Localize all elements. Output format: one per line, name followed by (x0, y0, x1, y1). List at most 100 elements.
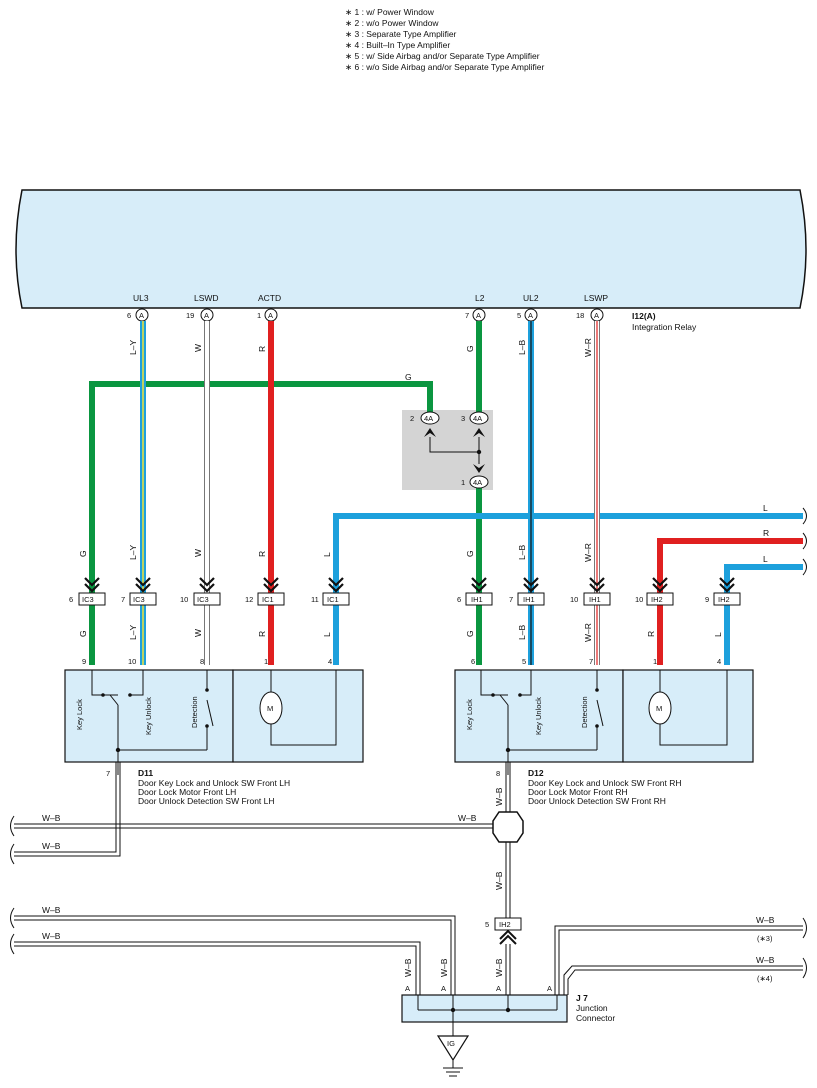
connector-pin: 6 (69, 595, 73, 604)
integration-relay-box (15, 189, 807, 309)
svg-text:W–B: W–B (42, 905, 61, 915)
connector-chevron (328, 577, 344, 587)
connector-code: IC1 (327, 595, 339, 604)
j4a-label: 4A (473, 414, 482, 423)
wire-labels-upper: G L–Y W R G L–B W–R L R L (128, 338, 769, 564)
svg-text:R: R (763, 528, 769, 538)
connector-code: IH1 (589, 595, 601, 604)
door-lock-lh: 9 10 8 1 4 7 Key Lock Key Unlock Detecti… (64, 657, 364, 806)
junction-connector-j7: A A A A J 7 Junction Connector (401, 984, 615, 1036)
svg-text:W–R: W–R (583, 338, 593, 357)
connector-chevron (589, 577, 605, 587)
svg-text:R: R (257, 631, 267, 637)
j4a-pin: 2 (410, 414, 414, 423)
pin-letter: A (204, 311, 209, 320)
door-lock-rh: 6 5 7 1 4 8 Key Lock Key Unlock Detectio… (454, 657, 754, 806)
pin-num: 1 (257, 311, 261, 320)
pin-label-lswd: LSWD (194, 293, 219, 303)
connector-code: IH1 (471, 595, 483, 604)
pin-label-lswp: LSWP (584, 293, 608, 303)
svg-text:A: A (547, 984, 552, 993)
wire-labels-lower: G L–Y W R L G L–B W–R R L (78, 623, 723, 642)
sw-key-lock: Key Lock (465, 699, 474, 730)
j4a-label: 4A (424, 414, 433, 423)
pin-letter: A (594, 311, 599, 320)
svg-text:A: A (441, 984, 446, 993)
svg-text:Door Lock Motor Front LH: Door Lock Motor Front LH (138, 787, 236, 797)
pin-num: 7 (465, 311, 469, 320)
ground-code: IG (447, 1039, 455, 1048)
svg-text:L–Y: L–Y (128, 545, 138, 560)
sw-detection: Detection (580, 696, 589, 728)
svg-text:W–B: W–B (494, 871, 504, 890)
svg-text:R: R (646, 631, 656, 637)
pin-label-ul3: UL3 (133, 293, 149, 303)
svg-text:L: L (763, 503, 768, 513)
note-1: ∗ 1 : w/ Power Window (345, 7, 435, 17)
connector-code: IH2 (651, 595, 663, 604)
connector-chevron (589, 583, 605, 593)
sw-key-unlock: Key Unlock (534, 697, 543, 735)
connector-chevron (263, 577, 279, 587)
connector-pin: 7 (509, 595, 513, 604)
connector-pin: 10 (180, 595, 188, 604)
note-ref-4: (∗4) (757, 974, 773, 983)
svg-text:L–B: L–B (517, 545, 527, 560)
svg-text:8: 8 (496, 769, 500, 778)
note-ref-3: (∗3) (757, 934, 773, 943)
wire-label-g: G (405, 372, 412, 382)
note-2: ∗ 2 : w/o Power Window (345, 18, 439, 28)
pin-letter: A (528, 311, 533, 320)
svg-text:Door Key Lock and Unlock SW Fr: Door Key Lock and Unlock SW Front RH (528, 778, 682, 788)
pin-num: 5 (517, 311, 521, 320)
pin-num: 18 (576, 311, 584, 320)
svg-text:W–B: W–B (42, 931, 61, 941)
door-rh-code: D12 (528, 768, 544, 778)
svg-text:G: G (78, 630, 88, 637)
sw-detection: Detection (190, 696, 199, 728)
door-lh-code: D11 (138, 768, 153, 778)
svg-text:L: L (763, 554, 768, 564)
sw-key-lock: Key Lock (75, 699, 84, 730)
svg-text:W–B: W–B (756, 915, 775, 925)
relay-code: I12(A) (632, 311, 656, 321)
connector-code: IH2 (718, 595, 730, 604)
svg-text:R: R (257, 346, 267, 352)
connector-chevron (652, 583, 668, 593)
connector-chevron (263, 583, 279, 593)
wire-break-marks (802, 507, 807, 576)
svg-text:W–B: W–B (439, 958, 449, 977)
svg-text:W: W (193, 344, 203, 352)
svg-text:9: 9 (82, 657, 86, 666)
svg-text:L–B: L–B (517, 340, 527, 355)
pin-letter: A (476, 311, 481, 320)
connector-code: IC3 (133, 595, 145, 604)
svg-text:G: G (78, 550, 88, 557)
note-3: ∗ 3 : Separate Type Amplifier (345, 29, 457, 39)
svg-text:7: 7 (106, 769, 110, 778)
relay-pins: UL3 LSWD ACTD L2 UL2 LSWP 6 19 1 7 5 18 … (127, 293, 608, 322)
svg-text:L–B: L–B (517, 625, 527, 640)
ground-wires (10, 762, 807, 995)
svg-text:W–B: W–B (458, 813, 477, 823)
svg-text:L: L (322, 632, 332, 637)
connector-chevron (84, 577, 100, 587)
connector-chevron (471, 577, 487, 587)
svg-text:4: 4 (717, 657, 721, 666)
svg-text:Door Unlock Detection SW Front: Door Unlock Detection SW Front LH (138, 796, 275, 806)
j4a-pin: 3 (461, 414, 465, 423)
connector-chevron (523, 577, 539, 587)
connector-chevron (652, 577, 668, 587)
svg-text:Junction: Junction (576, 1003, 608, 1013)
connector-code: IC3 (197, 595, 209, 604)
junction-4a: 4A 4A 4A 2 3 1 (410, 411, 489, 489)
svg-text:Door Lock Motor Front RH: Door Lock Motor Front RH (528, 787, 628, 797)
svg-text:G: G (465, 550, 475, 557)
motor-label: M (267, 704, 273, 713)
svg-text:W–B: W–B (42, 841, 61, 851)
splice-point (492, 811, 524, 843)
note-4: ∗ 4 : Built–In Type Amplifier (345, 40, 450, 50)
notes-block: ∗ 1 : w/ Power Window ∗ 2 : w/o Power Wi… (345, 7, 544, 72)
wb-labels: W–B W–B W–B W–B W–B W–B W–B (∗3) (∗4) W–… (42, 787, 775, 983)
connector-code: IC3 (82, 595, 94, 604)
